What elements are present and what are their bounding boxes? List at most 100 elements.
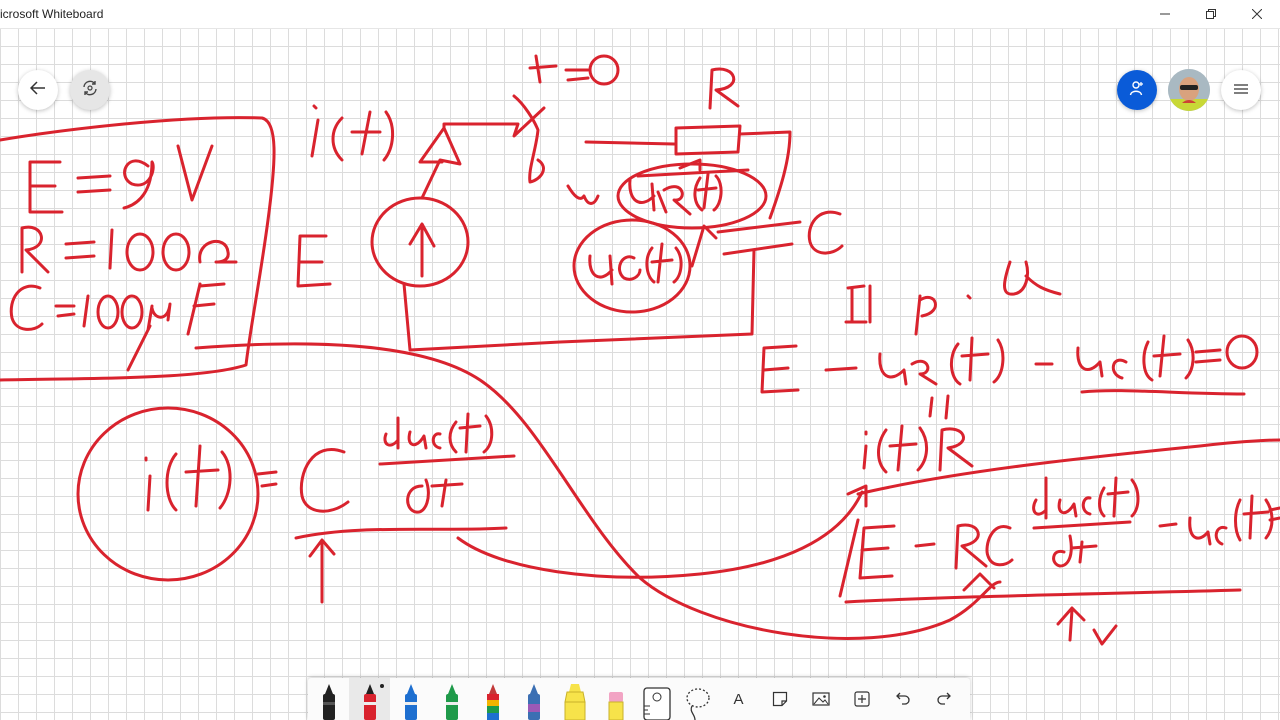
pen-galaxy-tool[interactable] <box>513 678 554 720</box>
restore-icon[interactable] <box>1188 0 1234 28</box>
ink-stroke <box>456 484 868 579</box>
pen-icon <box>404 684 417 720</box>
ink-stroke <box>716 220 802 256</box>
ink-stroke <box>82 294 90 328</box>
ink-stroke <box>950 336 1005 386</box>
text-tool[interactable]: A <box>718 678 759 720</box>
ink-stroke <box>370 196 470 288</box>
ink-stroke <box>636 158 750 178</box>
pen-black-tool[interactable] <box>308 678 349 720</box>
ink-stroke <box>442 94 546 184</box>
ink-stroke <box>564 68 590 82</box>
eraser-tool[interactable] <box>595 678 636 720</box>
ink-stroke <box>76 406 260 582</box>
ink-stroke <box>54 304 76 318</box>
ink-stroke <box>76 174 112 194</box>
sync-icon <box>81 79 99 102</box>
ink-stroke <box>0 116 276 382</box>
ink-stroke <box>120 294 144 330</box>
window-controls <box>1142 0 1280 28</box>
ink-stroke <box>64 240 96 260</box>
close-icon[interactable] <box>1234 0 1280 28</box>
ink-stroke <box>299 448 350 513</box>
pen-icon <box>322 684 335 720</box>
sync-button[interactable] <box>70 70 110 110</box>
invite-button[interactable] <box>1117 70 1157 110</box>
minimize-icon[interactable] <box>1142 0 1188 28</box>
ink-stroke <box>186 282 226 336</box>
ink-stroke <box>378 454 516 466</box>
ink-stroke <box>1056 606 1086 642</box>
ink-stroke <box>572 218 692 314</box>
ink-stroke <box>862 430 868 470</box>
ink-stroke <box>838 518 860 598</box>
back-button[interactable] <box>18 70 58 110</box>
ruler-tool[interactable] <box>636 678 677 720</box>
ink-stroke <box>1225 334 1259 370</box>
add-person-icon <box>1129 80 1145 101</box>
hamburger-menu-icon <box>1234 81 1248 99</box>
title-bar: Microsoft Whiteboard <box>0 0 1280 29</box>
ink-stroke <box>331 116 344 162</box>
ink-stroke <box>96 294 120 330</box>
ink-stroke <box>125 232 155 272</box>
image-icon <box>811 692 830 706</box>
ink-stroke <box>690 224 718 268</box>
ink-stroke <box>807 210 844 255</box>
ink-stroke <box>962 572 996 592</box>
ink-stroke <box>198 240 238 264</box>
ink-stroke <box>938 427 974 472</box>
ink-stroke <box>1194 348 1222 364</box>
ink-stroke <box>858 524 896 580</box>
ink-stroke <box>382 110 394 162</box>
ink-stroke <box>408 222 436 278</box>
eraser-icon <box>608 692 623 720</box>
note-tool[interactable] <box>759 678 800 720</box>
selected-indicator <box>380 684 384 688</box>
lasso-icon <box>685 688 710 720</box>
menu-button[interactable] <box>1221 70 1261 110</box>
pen-icon <box>445 684 458 720</box>
ink-stroke <box>844 588 1242 604</box>
ink-stroke <box>914 294 937 336</box>
ink-stroke <box>108 228 114 270</box>
ink-stroke <box>165 444 232 512</box>
ink-stroke <box>144 456 152 512</box>
undo-button[interactable] <box>882 678 923 720</box>
ink-stroke <box>1052 534 1098 568</box>
back-arrow-icon <box>29 80 46 100</box>
insert-tool[interactable] <box>841 678 882 720</box>
ink-stroke <box>584 124 742 156</box>
ink-stroke <box>528 54 558 84</box>
ink-stroke <box>406 478 430 514</box>
avatar[interactable] <box>1168 69 1210 111</box>
pen-blue-tool[interactable] <box>390 678 431 720</box>
pen-rainbow-tool[interactable] <box>472 678 513 720</box>
note-icon <box>772 691 787 707</box>
ink-stroke <box>418 126 462 200</box>
ink-stroke <box>126 302 172 372</box>
add-icon <box>853 691 870 707</box>
ink-stroke <box>1076 346 1128 380</box>
pen-green-tool[interactable] <box>431 678 472 720</box>
ink-stroke <box>628 172 723 216</box>
highlighter-tool[interactable] <box>554 678 595 720</box>
ink-stroke <box>350 110 382 156</box>
ink-stroke <box>588 242 683 286</box>
text-tool-icon: A <box>733 690 744 708</box>
redo-button[interactable] <box>923 678 964 720</box>
ink-stroke <box>383 412 494 454</box>
ink-stroke <box>824 366 858 372</box>
pen-red-tool[interactable] <box>349 678 390 720</box>
ink-stroke <box>256 470 278 488</box>
ruler-icon <box>642 687 671 720</box>
ink-stroke <box>122 159 155 210</box>
ink-stroke <box>1268 506 1280 522</box>
lasso-select-tool[interactable] <box>677 678 718 720</box>
image-tool[interactable] <box>800 678 841 720</box>
pen-icon <box>527 684 540 720</box>
ink-stroke <box>856 438 1280 496</box>
ink-stroke <box>760 344 800 394</box>
ink-stroke <box>738 130 792 220</box>
